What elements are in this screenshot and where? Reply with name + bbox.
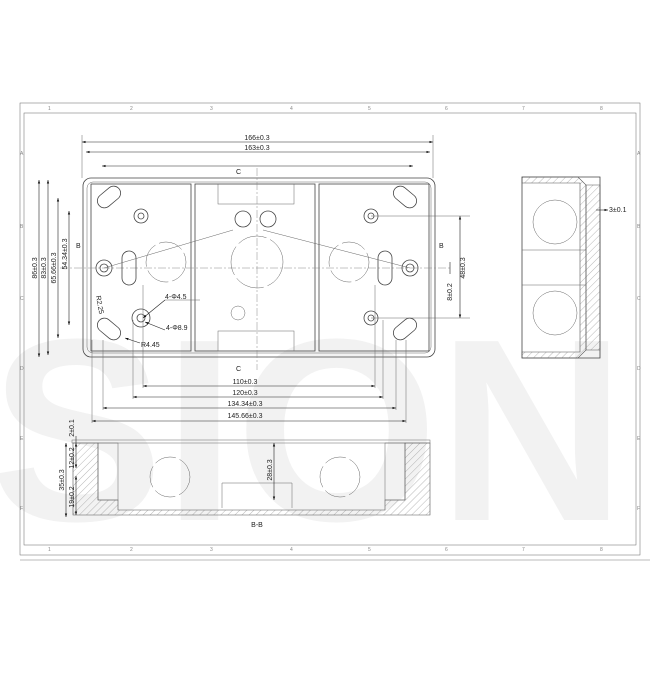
svg-text:2: 2 (130, 106, 133, 112)
dim-span-110: 110±0.3 (233, 379, 258, 386)
dim-slot-inner: 54.34±0.3 (62, 238, 69, 269)
svg-text:B: B (637, 224, 641, 230)
label-radius-inner: R2.25 (94, 295, 104, 315)
dim-right-offset: 8±0.2 (447, 283, 454, 301)
svg-text:F: F (637, 506, 640, 512)
svg-text:B: B (20, 224, 24, 230)
svg-text:1: 1 (48, 547, 51, 553)
section-mark-b-right: B (439, 243, 444, 250)
dim-overall-height: 86±0.3 (32, 257, 39, 278)
dim-span-145: 145.66±0.3 (228, 413, 263, 420)
plan-dimensions: 166±0.3 163±0.3 86±0.3 83±0.3 65.66±0.3 … (32, 135, 470, 423)
svg-text:7: 7 (522, 547, 525, 553)
watermark: SION (0, 286, 626, 576)
svg-text:C: C (637, 296, 641, 302)
section-mark-c-bottom: C (236, 366, 241, 373)
dim-inner-width: 163±0.3 (244, 145, 269, 152)
dim-wall: 3±0.1 (609, 207, 627, 214)
dim-rim: 2±0.1 (69, 419, 76, 437)
section-view-bb: B-B 2±0.1 35±0.3 12±0.2 19±0.2 28±0.3 (59, 419, 431, 529)
dim-span-120: 120±0.3 (232, 390, 257, 397)
dim-overall-width: 166±0.3 (244, 135, 269, 142)
row-labels: A B C D E F A B C D E F (20, 151, 641, 512)
dim-right-height: 48±0.3 (460, 257, 467, 278)
svg-text:6: 6 (445, 106, 448, 112)
svg-text:2: 2 (130, 547, 133, 553)
svg-text:E: E (637, 436, 641, 442)
svg-text:3: 3 (210, 106, 213, 112)
svg-text:E: E (20, 436, 24, 442)
svg-text:A: A (20, 151, 24, 157)
svg-text:3: 3 (210, 547, 213, 553)
column-labels: 1 2 3 4 5 6 7 8 1 2 3 4 5 6 7 8 (48, 106, 603, 553)
svg-text:8: 8 (600, 106, 603, 112)
svg-text:7: 7 (522, 106, 525, 112)
svg-text:1: 1 (48, 106, 51, 112)
svg-text:D: D (637, 366, 641, 372)
svg-text:6: 6 (445, 547, 448, 553)
svg-text:A: A (637, 151, 641, 157)
section-mark-c-top: C (236, 169, 241, 176)
dim-upper: 12±0.2 (69, 447, 76, 468)
svg-text:F: F (20, 506, 23, 512)
dim-span-134: 134.34±0.3 (228, 401, 263, 408)
dim-total: 35±0.3 (59, 469, 66, 490)
svg-text:C: C (20, 296, 24, 302)
svg-text:8: 8 (600, 547, 603, 553)
dim-lower: 19±0.2 (69, 486, 76, 507)
svg-text:4: 4 (290, 547, 293, 553)
section-mark-b-left: B (76, 243, 81, 250)
section-label: B-B (251, 522, 263, 529)
dim-inner-height: 83±0.3 (41, 257, 48, 278)
dim-slot-outer: 65.66±0.3 (51, 252, 58, 283)
label-hole-large: 4-Φ8.9 (166, 325, 188, 332)
svg-text:5: 5 (368, 547, 371, 553)
drawing-frame (19, 102, 650, 561)
svg-text:4: 4 (290, 106, 293, 112)
label-hole-small: 4-Φ4.5 (165, 294, 187, 301)
svg-text:D: D (20, 366, 24, 372)
dim-depth: 28±0.3 (267, 459, 274, 480)
side-view: 3±0.1 (521, 176, 627, 359)
label-radius-outer: R4.45 (141, 342, 160, 349)
plan-view (60, 168, 450, 370)
svg-text:5: 5 (368, 106, 371, 112)
